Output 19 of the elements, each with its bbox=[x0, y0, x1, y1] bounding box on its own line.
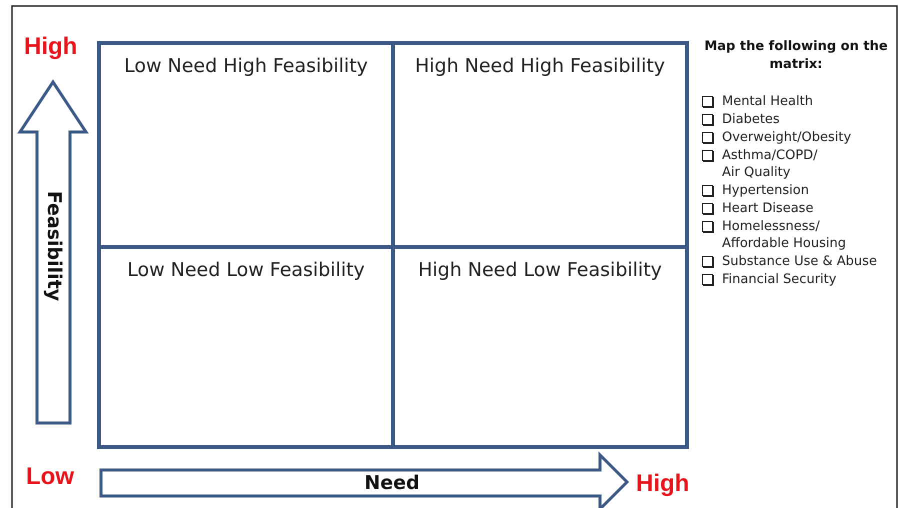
checklist-heading: Map the following on the matrix: bbox=[703, 38, 889, 74]
axis-label: High bbox=[636, 470, 690, 498]
checklist-item: Diabetes bbox=[722, 111, 781, 128]
axis-label: High bbox=[24, 33, 78, 61]
quadrant-title: High Need High Feasibility bbox=[414, 55, 666, 77]
checklist-item: Mental Health bbox=[722, 93, 814, 110]
quadrant-title: Low Need Low Feasibility bbox=[126, 259, 366, 281]
checklist-item: Hypertension bbox=[722, 182, 810, 199]
checklist-item: Heart Disease bbox=[722, 200, 814, 217]
quadrant-title: Low Need High Feasibility bbox=[123, 55, 369, 77]
quadrant-title: High Need Low Feasibility bbox=[417, 259, 663, 281]
axis-label: Low bbox=[26, 463, 74, 491]
checklist-item: Homelessness/ Affordable Housing bbox=[722, 218, 847, 252]
checklist-item: Substance Use & Abuse bbox=[722, 253, 878, 270]
checklist-item: Overweight/Obesity bbox=[722, 129, 852, 146]
axis-title: Need bbox=[363, 472, 421, 494]
checklist-item: Financial Security bbox=[722, 271, 838, 288]
checklist-item: Asthma/COPD/ Air Quality bbox=[722, 147, 819, 181]
axis-title: Feasibility bbox=[43, 190, 65, 304]
